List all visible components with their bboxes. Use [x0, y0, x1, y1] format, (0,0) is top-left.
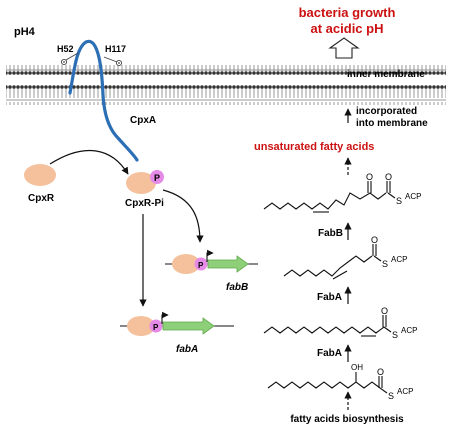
- molecule4-s: S: [388, 391, 394, 401]
- molecule2-o: O: [371, 235, 378, 245]
- fatty-acyl-acp-molecule-2: [283, 244, 382, 280]
- incorporated-line1: incorporated: [356, 106, 417, 117]
- molecule1-thioester-o: O: [385, 172, 392, 182]
- molecule3-acp: ACP: [401, 326, 417, 335]
- fabb-promoter-arrow: [206, 249, 214, 262]
- molecule1-ketone-o: O: [366, 172, 373, 182]
- incorporated-line2: into membrane: [356, 118, 428, 129]
- faba-enzyme-label-upper: FabA: [317, 292, 342, 303]
- phosphorylation-arrow: [49, 149, 129, 175]
- molecule1-s: S: [396, 196, 402, 206]
- outcome-up-arrow: [328, 37, 360, 59]
- h52-residue: [60, 52, 79, 66]
- faba-gene-arrow: [162, 317, 215, 335]
- outcome-line2: at acidic pH: [311, 21, 384, 36]
- faba-promoter-arrow: [161, 311, 169, 324]
- molecule4-oh: OH: [351, 363, 363, 372]
- molecule3-s: S: [392, 330, 398, 340]
- phospho-label-fabb: P: [198, 261, 204, 270]
- molecule4-o: O: [377, 367, 384, 377]
- unsaturated-fatty-acids-label: unsaturated fatty acids: [254, 141, 374, 153]
- cpxr-pi-label: CpxR-Pi: [125, 198, 164, 209]
- h52-label: H52: [57, 44, 74, 54]
- faba-gene-construct: [120, 311, 234, 336]
- faba-gene-label: fabA: [176, 344, 198, 355]
- h117-residue: [103, 56, 123, 67]
- fatty-acyl-acp-molecule-3: [263, 315, 392, 337]
- outcome-line1: bacteria growth: [299, 5, 396, 20]
- phospho-label: P: [154, 173, 160, 183]
- phospho-group-faba: [149, 319, 163, 333]
- membrane-label: inner membrane: [347, 69, 425, 80]
- fabb-gene-construct: [165, 249, 258, 274]
- molecule3-o: O: [381, 306, 388, 316]
- inner-membrane: [6, 65, 446, 105]
- molecule1-acp: ACP: [405, 192, 421, 201]
- molecule2-s: S: [382, 259, 388, 269]
- fatty-acyl-acp-molecule-4: [267, 372, 388, 394]
- cpxr-protein: [24, 164, 56, 186]
- molecule2-acp: ACP: [391, 255, 407, 264]
- cpxr-pi-protein: [126, 172, 156, 194]
- phospho-group-fabb: [194, 257, 208, 271]
- fabb-activation-arrow: [162, 189, 204, 243]
- molecule4-acp: ACP: [397, 387, 413, 396]
- condition-label: pH4: [14, 26, 36, 38]
- fabb-gene-arrow: [207, 255, 249, 273]
- fabb-gene-label: fabB: [226, 282, 248, 293]
- cpxr-pi-bound-fabb: [172, 254, 200, 274]
- phospho-label-faba: P: [153, 323, 159, 332]
- phospho-group: [150, 170, 164, 184]
- h117-label: H117: [105, 44, 126, 54]
- cpxr-pi-bound-faba: [127, 316, 155, 336]
- fatty-acyl-acp-molecule-1: [263, 181, 396, 213]
- biosynthesis-label: fatty acids biosynthesis: [290, 414, 404, 425]
- faba-enzyme-label-lower: FabA: [317, 348, 342, 359]
- fabb-enzyme-label: FabB: [318, 228, 343, 239]
- cpxa-label: CpxA: [130, 115, 156, 126]
- cpxa-protein: [68, 39, 139, 162]
- cpxr-label: CpxR: [28, 193, 55, 204]
